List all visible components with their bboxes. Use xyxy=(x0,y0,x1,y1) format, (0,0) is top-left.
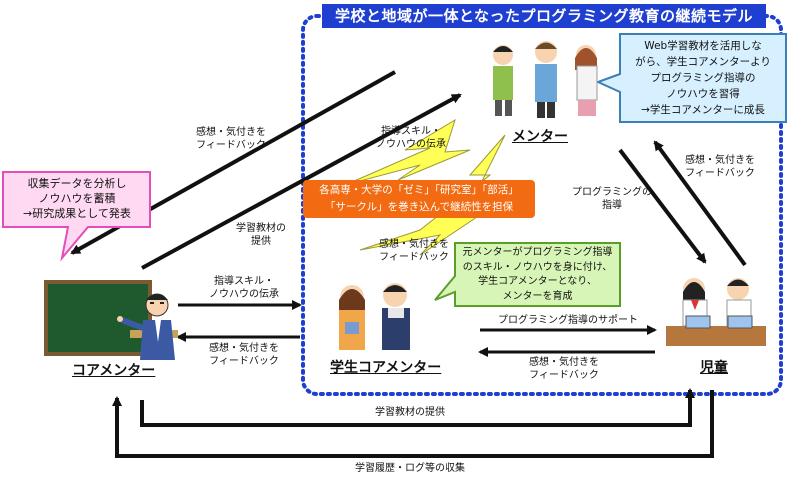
label-materials-core-to-mentor: 学習教材の 提供 xyxy=(226,222,296,248)
callout-mentor-line-3: プログラミング指導の xyxy=(650,72,756,84)
callout-mentor-text: Web学習教材を活用しな がら、学生コアメンターより プログラミング指導の ノウ… xyxy=(622,38,784,118)
role-children: 児童 xyxy=(700,360,728,376)
label-line: 指導スキル・ xyxy=(214,276,274,287)
label-line: 感想・気付きを xyxy=(685,155,755,166)
callout-core-mentor-text: 収集データを分析し ノウハウを蓄積 →研究成果として発表 xyxy=(6,176,148,221)
callout-core-mentor-bubble xyxy=(2,171,151,262)
label-skill-core-to-student: 指導スキル・ ノウハウの伝承 xyxy=(196,275,292,301)
label-skill-student-to-mentor: 指導スキル・ ノウハウの伝承 xyxy=(365,125,457,151)
label-line: 感想・気付きを xyxy=(529,357,599,368)
callout-core-line-2: ノウハウを蓄積 xyxy=(38,192,116,205)
orange-band xyxy=(303,180,535,218)
label-line: フィードバック xyxy=(209,356,279,367)
label-feedback-children-to-mentor: 感想・気付きを フィードバック xyxy=(672,154,768,180)
label-line: 感想・気付きを xyxy=(379,239,449,250)
label-line: ノウハウの伝承 xyxy=(376,139,446,150)
callout-student-line-4: メンターを育成 xyxy=(502,290,573,302)
label-line: フィードバック xyxy=(196,140,266,151)
lightning-shape-upper xyxy=(344,118,471,186)
role-student-core-mentor: 学生コアメンター xyxy=(330,360,442,376)
label-feedback-children-to-student: 感想・気付きを フィードバック xyxy=(516,356,612,382)
callout-mentor-line-4: ノウハウを習得 xyxy=(666,88,740,100)
callout-mentor-line-5: →学生コアメンターに成長 xyxy=(641,104,765,116)
arrow-log-collection xyxy=(112,390,714,458)
label-feedback-mentor-to-core: 感想・気付きを フィードバック xyxy=(186,126,276,152)
callout-mentor-line-1: Web学習教材を活用しな xyxy=(644,40,762,52)
role-core-mentor: コアメンター xyxy=(72,363,156,379)
label-line: フィードバック xyxy=(685,168,755,179)
label-line: 感想・気付きを xyxy=(209,343,279,354)
student-core-mentor-illustration xyxy=(339,283,410,350)
role-mentor: メンター xyxy=(512,129,568,145)
label-materials-provision: 学習教材の提供 xyxy=(375,407,445,418)
label-line: 指導スキル・ xyxy=(381,126,441,137)
diagram-title: 学校と地域が一体となったプログラミング教育の継続モデル xyxy=(322,4,766,28)
callout-mentor-bubble xyxy=(595,33,787,123)
label-line: フィードバック xyxy=(529,370,599,381)
label-line: フィードバック xyxy=(379,252,449,263)
arrow-mentor-to-children xyxy=(618,148,707,264)
label-line: プログラミングの xyxy=(572,187,652,198)
arrow-children-to-mentor xyxy=(653,140,747,267)
label-feedback-mentor-to-student: 感想・気付きを フィードバック xyxy=(366,238,462,264)
callout-core-line-3: →研究成果として発表 xyxy=(23,207,131,220)
orange-band-line-1: 各高専・大学の「ゼミ」「研究室」「部活」 xyxy=(319,184,519,196)
label-log-collection: 学習履歴・ログ等の収集 xyxy=(355,463,465,474)
callout-student-text: 元メンターがプログラミング指導 のスキル・ノウハウを身に付け、 学生コアメンター… xyxy=(456,246,619,304)
label-programming-guidance: プログラミングの 指導 xyxy=(566,186,658,212)
label-line: ノウハウの伝承 xyxy=(209,289,279,300)
label-line: 指導 xyxy=(602,200,622,211)
callout-mentor-line-2: がら、学生コアメンターより xyxy=(635,56,771,68)
callout-student-line-3: 学生コアメンターとなり、 xyxy=(478,276,597,287)
mentor-illustration xyxy=(493,41,598,118)
orange-band-line-2: 「サークル」を巻き込んで継続性を担保 xyxy=(324,201,514,213)
callout-core-line-1: 収集データを分析し xyxy=(27,177,127,190)
children-illustration xyxy=(666,278,766,346)
callout-student-line-1: 元メンターがプログラミング指導 xyxy=(462,247,613,258)
label-support: プログラミング指導のサポート xyxy=(498,315,638,326)
arrow-core-to-mentor xyxy=(141,93,462,270)
callout-student-bubble xyxy=(434,242,621,307)
label-line: 学習教材の xyxy=(236,223,286,234)
label-feedback-student-to-core: 感想・気付きを フィードバック xyxy=(196,342,292,368)
callout-student-line-2: のスキル・ノウハウを身に付け、 xyxy=(462,261,613,273)
core-mentor-illustration xyxy=(44,280,178,360)
label-line: 提供 xyxy=(251,236,271,247)
orange-band-text: 各高専・大学の「ゼミ」「研究室」「部活」 「サークル」を巻き込んで継続性を担保 xyxy=(305,182,533,216)
arrow-materials-provision xyxy=(140,388,695,427)
label-line: 感想・気付きを xyxy=(196,127,266,138)
